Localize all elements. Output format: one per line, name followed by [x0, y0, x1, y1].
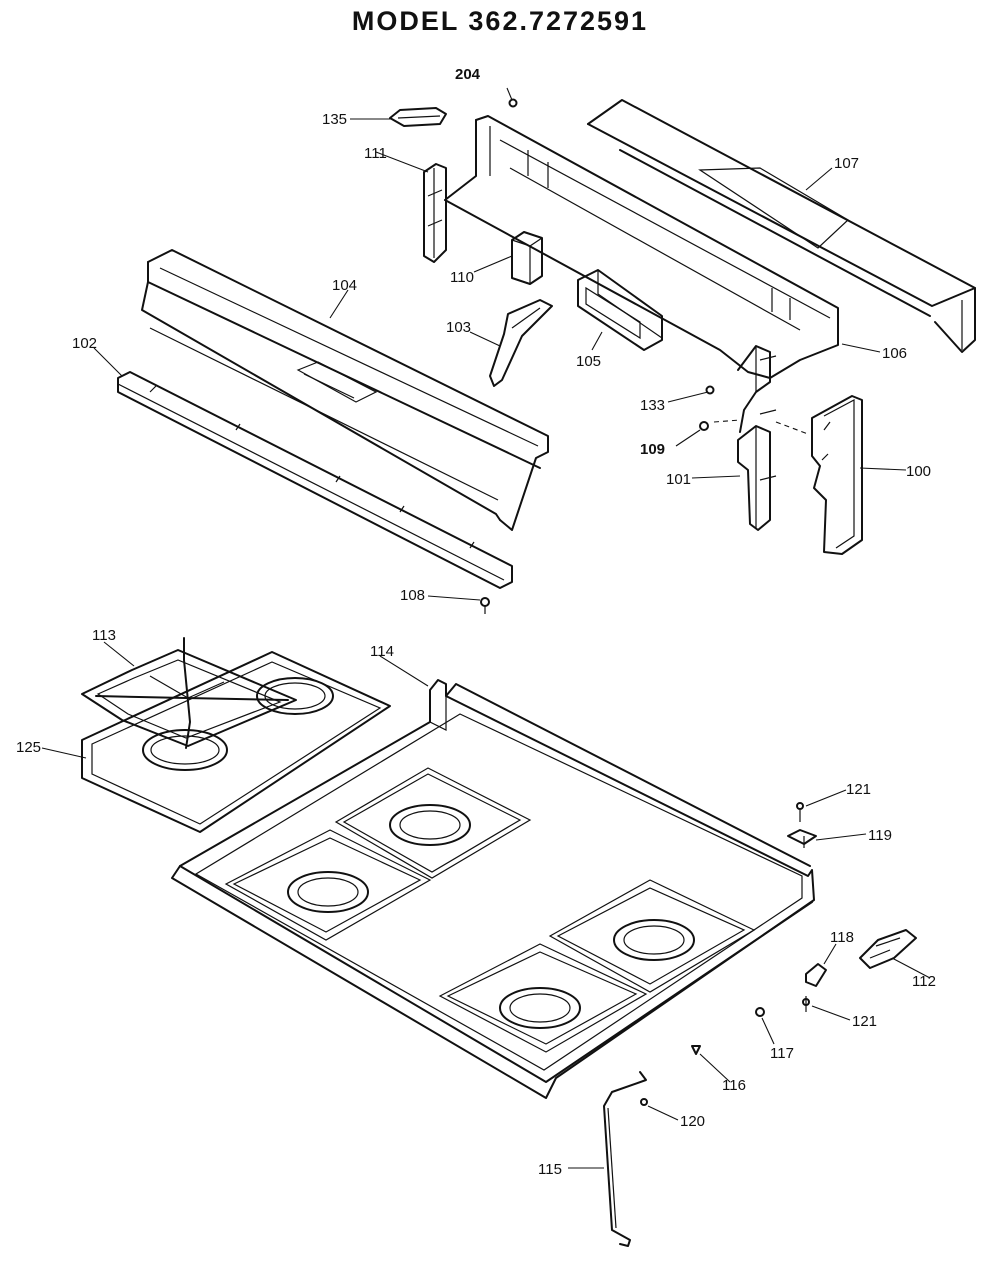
- part-112-knob: [859, 929, 917, 969]
- part-108-screw: [480, 597, 490, 614]
- part-106-rear-panel: [444, 115, 839, 379]
- label-135: 135: [322, 111, 347, 128]
- label-204: 204: [455, 66, 481, 83]
- label-116: 116: [722, 1077, 746, 1094]
- part-100-end-cap: [811, 395, 863, 555]
- part-115-rod: [603, 1071, 647, 1247]
- label-112: 112: [912, 973, 936, 990]
- label-100: 100: [906, 463, 931, 480]
- label-125: 125: [16, 739, 41, 756]
- label-117: 117: [770, 1045, 794, 1062]
- label-121-bottom: 121: [852, 1013, 877, 1030]
- part-107-top-trim: [587, 99, 976, 353]
- part-111-side-bracket: [423, 163, 447, 263]
- label-118: 118: [830, 929, 854, 946]
- label-108: 108: [400, 587, 425, 604]
- label-107: 107: [834, 155, 859, 172]
- part-121-top-screw: [796, 802, 804, 822]
- part-105-control-module: [577, 269, 663, 351]
- part-121-bottom-screw: [802, 996, 810, 1012]
- label-120: 120: [680, 1113, 705, 1130]
- part-125-burner-pan: [81, 651, 391, 833]
- part-120-screw: [640, 1098, 648, 1106]
- label-105: 105: [576, 353, 601, 370]
- part-102-lower-trim: [117, 371, 513, 589]
- label-102: 102: [72, 335, 97, 352]
- label-101: 101: [666, 471, 691, 488]
- part-110-block: [511, 231, 543, 285]
- label-114: 114: [370, 643, 394, 660]
- part-113-grate: [81, 637, 297, 749]
- part-104-control-panel: [141, 249, 549, 531]
- label-104: 104: [332, 277, 357, 294]
- label-133: 133: [640, 397, 665, 414]
- label-106: 106: [882, 345, 907, 362]
- label-109: 109: [640, 441, 665, 458]
- part-133-screw: [705, 385, 715, 395]
- part-109-screw: [699, 421, 709, 431]
- part-116-screw: [691, 1045, 701, 1055]
- part-135-clip: [389, 107, 447, 127]
- model-title: MODEL 362.7272591: [351, 6, 649, 36]
- part-117-nut: [755, 1007, 765, 1017]
- label-119: 119: [868, 827, 892, 844]
- leader-lines: [41, 87, 931, 1169]
- part-118-clip: [805, 963, 827, 987]
- label-115: 115: [538, 1161, 562, 1178]
- label-113: 113: [92, 627, 116, 644]
- part-119-clip: [787, 829, 817, 848]
- part-114-cooktop: [171, 679, 815, 1099]
- label-121-top: 121: [846, 781, 871, 798]
- part-103-bracket: [489, 299, 553, 387]
- part-204-screw: [508, 98, 518, 108]
- part-101-bracket: [737, 345, 777, 531]
- label-103: 103: [446, 319, 471, 336]
- label-110: 110: [450, 269, 474, 286]
- label-111: 111: [364, 145, 387, 162]
